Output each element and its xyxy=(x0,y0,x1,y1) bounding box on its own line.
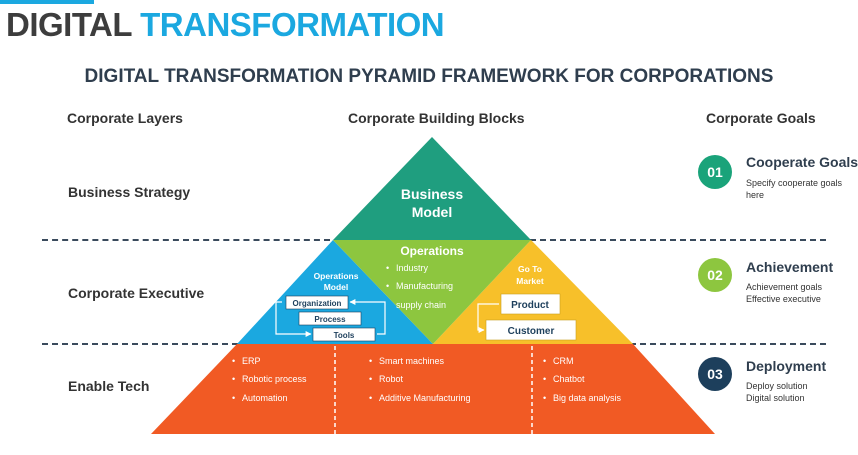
goal-description-line: here xyxy=(746,190,765,200)
page-title: DIGITAL TRANSFORMATION xyxy=(6,6,445,44)
layer-enable-tech: Enable Tech xyxy=(68,378,150,394)
operations-title: Operations xyxy=(400,244,464,258)
goal-description: Deploy solution Digital solution xyxy=(746,380,856,404)
column-header-goals: Corporate Goals xyxy=(706,110,816,126)
layer-business-strategy: Business Strategy xyxy=(68,184,191,200)
bullet-icon: • xyxy=(369,374,372,384)
goal-title: Achievement xyxy=(746,259,834,275)
bullet-icon: • xyxy=(386,281,389,291)
goal-title: Deployment xyxy=(746,358,827,374)
bullet-icon: • xyxy=(386,263,389,273)
go-to-market-title-1: Go To xyxy=(518,264,542,274)
process-label: Process xyxy=(314,315,346,324)
base-item: Smart machines xyxy=(379,356,445,366)
goal-number-badge: 03 xyxy=(698,357,732,391)
goal-number-badge: 01 xyxy=(698,155,732,189)
product-label: Product xyxy=(511,300,549,311)
bullet-icon: • xyxy=(543,374,546,384)
base-item: Additive Manufacturing xyxy=(379,393,471,403)
bullet-icon: • xyxy=(232,374,235,384)
tools-box xyxy=(312,327,376,342)
base-item: Big data analysis xyxy=(553,393,622,403)
operations-model-title-1: Operations xyxy=(314,271,359,281)
pyramid-operations-block xyxy=(333,240,531,344)
title-part-2: TRANSFORMATION xyxy=(140,6,445,43)
product-box xyxy=(500,293,561,315)
base-item: Chatbot xyxy=(553,374,585,384)
pyramid-left-block xyxy=(237,240,433,344)
base-column-machines: • Smart machines • Robot • Additive Manu… xyxy=(369,356,471,403)
bullet-icon: • xyxy=(543,393,546,403)
base-item: ERP xyxy=(242,356,261,366)
goal-description-line: Deploy solution xyxy=(746,381,808,391)
base-item: Automation xyxy=(242,393,288,403)
process-box xyxy=(298,311,362,326)
pyramid-right-block xyxy=(433,240,633,344)
goal-description: Specify cooperate goals here xyxy=(746,177,856,201)
pyramid-base xyxy=(151,344,715,434)
bullet-icon: • xyxy=(369,393,372,403)
goal-description-line: Achievement goals xyxy=(746,282,823,292)
pyramid-top-block xyxy=(333,137,531,240)
business-model-label-2: Model xyxy=(412,204,452,220)
divider-line xyxy=(42,343,238,345)
tools-label: Tools xyxy=(334,331,355,340)
goal-description-line: Digital solution xyxy=(746,393,805,403)
base-item: Robot xyxy=(379,374,404,384)
divider-line xyxy=(530,239,826,241)
divider-line xyxy=(630,343,826,345)
page-subtitle: DIGITAL TRANSFORMATION PYRAMID FRAMEWORK… xyxy=(84,66,774,87)
organization-box xyxy=(285,295,349,310)
title-part-1: DIGITAL xyxy=(6,6,132,43)
layer-corporate-executive: Corporate Executive xyxy=(68,285,205,301)
bullet-icon: • xyxy=(232,356,235,366)
cycle-arrow xyxy=(349,299,386,335)
base-column-erp: • ERP • Robotic process • Automation xyxy=(232,356,307,403)
operations-item: supply chain xyxy=(396,300,446,310)
goal-title: Cooperate Goals xyxy=(746,154,858,170)
bullet-icon: • xyxy=(369,356,372,366)
operations-item: Industry xyxy=(396,263,429,273)
base-column-crm: • CRM • Chatbot • Big data analysis xyxy=(543,356,622,403)
accent-bar xyxy=(0,0,94,4)
operations-item: Manufacturing xyxy=(396,281,453,291)
base-item: Robotic process xyxy=(242,374,307,384)
customer-label: Customer xyxy=(508,326,555,337)
go-to-market-title-2: Market xyxy=(516,276,544,286)
business-model-label-1: Business xyxy=(401,186,463,202)
operations-model-title-2: Model xyxy=(324,282,349,292)
goal-number-badge: 02 xyxy=(698,258,732,292)
column-header-layers: Corporate Layers xyxy=(67,110,183,126)
bullet-icon: • xyxy=(543,356,546,366)
goal-description-line: Specify cooperate goals xyxy=(746,178,843,188)
base-item: CRM xyxy=(553,356,574,366)
column-header-blocks: Corporate Building Blocks xyxy=(348,110,525,126)
goal-description-line: Effective executive xyxy=(746,294,821,304)
cycle-arrow xyxy=(275,301,312,337)
customer-box xyxy=(485,319,577,341)
goal-description: Achievement goals Effective executive xyxy=(746,281,856,305)
flow-arrow xyxy=(477,303,499,333)
divider-line xyxy=(42,239,330,241)
bullet-icon: • xyxy=(232,393,235,403)
organization-label: Organization xyxy=(293,299,342,308)
